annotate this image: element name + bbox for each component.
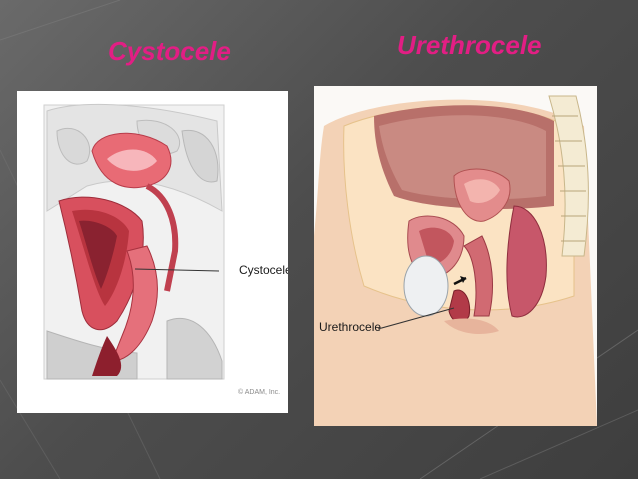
cystocele-illustration	[43, 103, 225, 380]
urethrocele-title: Urethrocele	[397, 30, 542, 60]
copyright-text: © ADAM, Inc.	[238, 389, 281, 396]
urethrocele-illustration	[314, 95, 597, 426]
cystocele-title: Cystocele	[108, 36, 231, 66]
urethrocele-label: Urethrocele	[319, 320, 382, 334]
cystocele-label: Cystocele	[239, 263, 288, 277]
urethrocele-figure: Urethrocele	[314, 86, 597, 426]
cystocele-figure: Cystocele © ADAM, Inc.	[17, 91, 288, 413]
